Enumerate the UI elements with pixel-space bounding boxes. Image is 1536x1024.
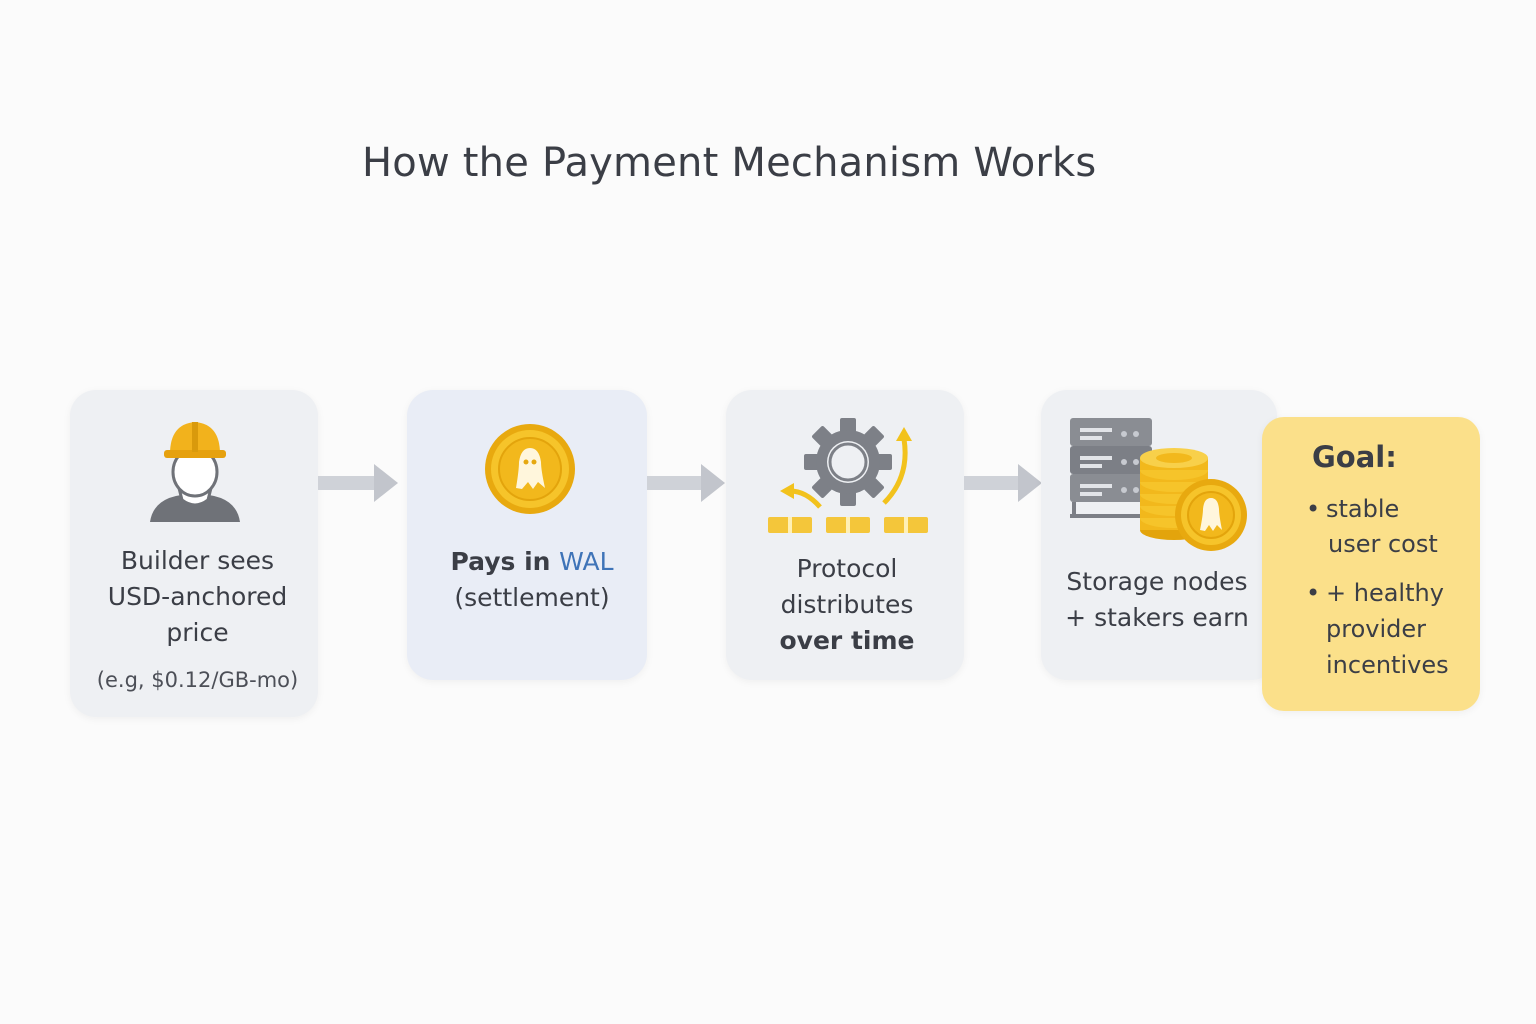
builder-hardhat-icon bbox=[150, 422, 240, 522]
goal-item-2: •+ healthy bbox=[1306, 576, 1444, 611]
goal-box bbox=[1262, 417, 1480, 711]
diagram-title: How the Payment Mechanism Works bbox=[362, 140, 1097, 186]
step4-line2: + stakers earn bbox=[1065, 603, 1249, 632]
server-coins-icon bbox=[1070, 418, 1247, 551]
step2-line1: Pays in WAL bbox=[407, 544, 657, 580]
gear-distribution-icon bbox=[768, 418, 928, 533]
step1-line3: price bbox=[166, 618, 229, 647]
step4-line1: Storage nodes bbox=[1066, 567, 1248, 596]
step2-line2: (settlement) bbox=[454, 583, 610, 612]
flow-arrow-1 bbox=[318, 464, 398, 502]
goal-title: Goal: bbox=[1312, 440, 1397, 474]
flow-arrow-3 bbox=[964, 464, 1042, 502]
goal-bullet: • bbox=[1306, 579, 1321, 607]
step1-price-note: (e.g, $0.12/GB-mo) bbox=[96, 668, 299, 692]
step3-line2: distributes bbox=[780, 590, 914, 619]
goal-item-2-line1: + healthy bbox=[1326, 579, 1444, 607]
wal-coin-icon bbox=[485, 424, 575, 514]
goal-item-2-line2: provider bbox=[1326, 615, 1426, 643]
step2-prefix: Pays in bbox=[450, 547, 560, 576]
goal-item-1-line1: stable bbox=[1326, 495, 1400, 523]
step3-line1: Protocol bbox=[796, 554, 898, 583]
step1-line2: USD-anchored bbox=[107, 582, 288, 611]
goal-bullet: • bbox=[1306, 495, 1321, 523]
step3-line3: over time bbox=[779, 626, 915, 655]
flow-arrow-2 bbox=[647, 464, 725, 502]
goal-item-2-line3: incentives bbox=[1326, 651, 1449, 679]
goal-item-1-line2: user cost bbox=[1328, 530, 1438, 558]
wal-token-label: WAL bbox=[559, 547, 614, 576]
step1-line1: Builder sees bbox=[120, 546, 275, 575]
goal-item-1: •stable bbox=[1306, 492, 1399, 527]
